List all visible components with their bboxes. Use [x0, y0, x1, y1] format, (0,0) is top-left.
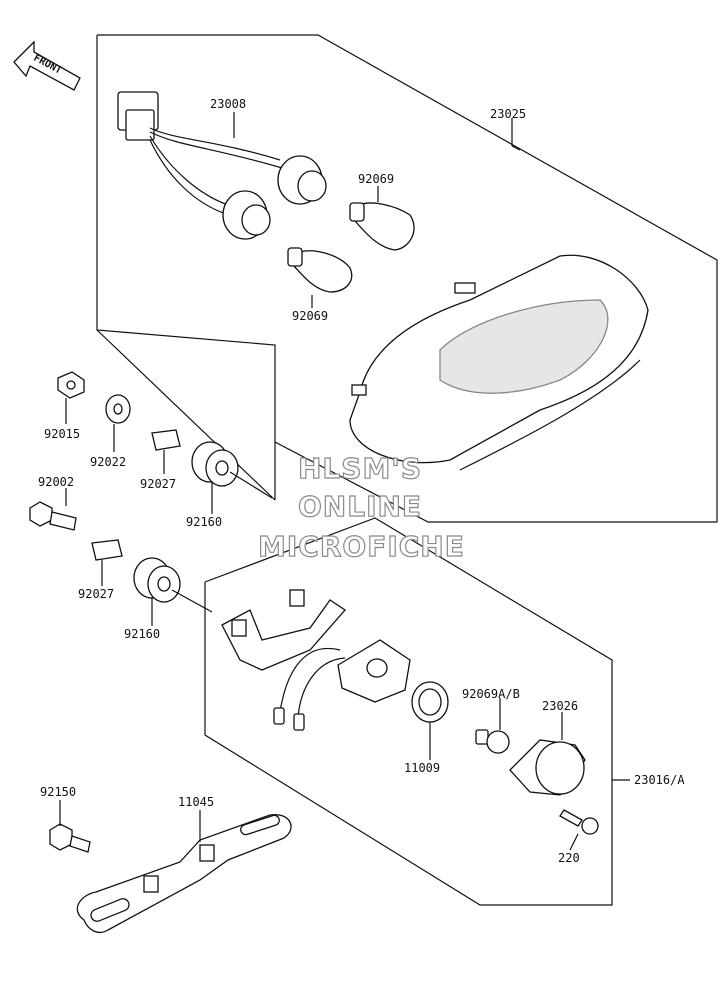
label-23008: 23008: [210, 97, 246, 111]
bolt-92150: [49, 823, 91, 853]
watermark-line-3: MICROFICHE: [258, 530, 465, 563]
label-23025: 23025: [490, 107, 526, 121]
label-220: 220: [558, 851, 580, 865]
label-11045: 11045: [178, 795, 214, 809]
label-92022: 92022: [90, 455, 126, 469]
collar-92027-a: [151, 429, 181, 451]
screw-220: [559, 809, 599, 835]
watermark: HLSM'S ONLINE MICROFICHE: [257, 451, 465, 563]
label-11009: 11009: [404, 761, 440, 775]
lens-23026: [509, 739, 586, 796]
front-arrow-icon: FRONT: [13, 40, 81, 91]
bulb-92069AB: [475, 729, 510, 754]
tail-lamp-body: [349, 254, 649, 471]
wiring-harness: [117, 91, 327, 240]
license-lamp-bracket: [221, 589, 411, 731]
bulb-92069-bottom: [287, 247, 353, 293]
label-92027-a: 92027: [140, 477, 176, 491]
label-92160-a: 92160: [186, 515, 222, 529]
assembly-outline-23016A: [204, 517, 613, 906]
label-23026: 23026: [542, 699, 578, 713]
gasket-11009: [411, 681, 449, 723]
watermark-line-1: HLSM'S: [298, 452, 422, 485]
grommet-92160-a: [191, 441, 239, 487]
label-92069-bottom: 92069: [292, 309, 328, 323]
label-92069AB: 92069A/B: [462, 687, 520, 701]
washer-92022: [105, 394, 131, 424]
license-plate-bracket: [76, 814, 292, 934]
watermark-line-2: ONLINE: [298, 490, 422, 523]
bulb-92069-top: [349, 202, 415, 251]
bolt-92002: [29, 501, 77, 531]
grommet-92160-b: [133, 557, 181, 603]
assembly-outline-23025: [96, 34, 718, 523]
collar-92027-b: [91, 539, 123, 561]
nut-92015: [57, 371, 85, 399]
label-92150: 92150: [40, 785, 76, 799]
label-92069-top: 92069: [358, 172, 394, 186]
leader-lines: [59, 112, 630, 851]
label-92160-b: 92160: [124, 627, 160, 641]
part-labels: 23008 23025 92069 92069 92015 92022 9202…: [38, 97, 685, 865]
label-92015: 92015: [44, 427, 80, 441]
label-92002: 92002: [38, 475, 74, 489]
label-23016A: 23016/A: [634, 773, 685, 787]
label-92027-b: 92027: [78, 587, 114, 601]
